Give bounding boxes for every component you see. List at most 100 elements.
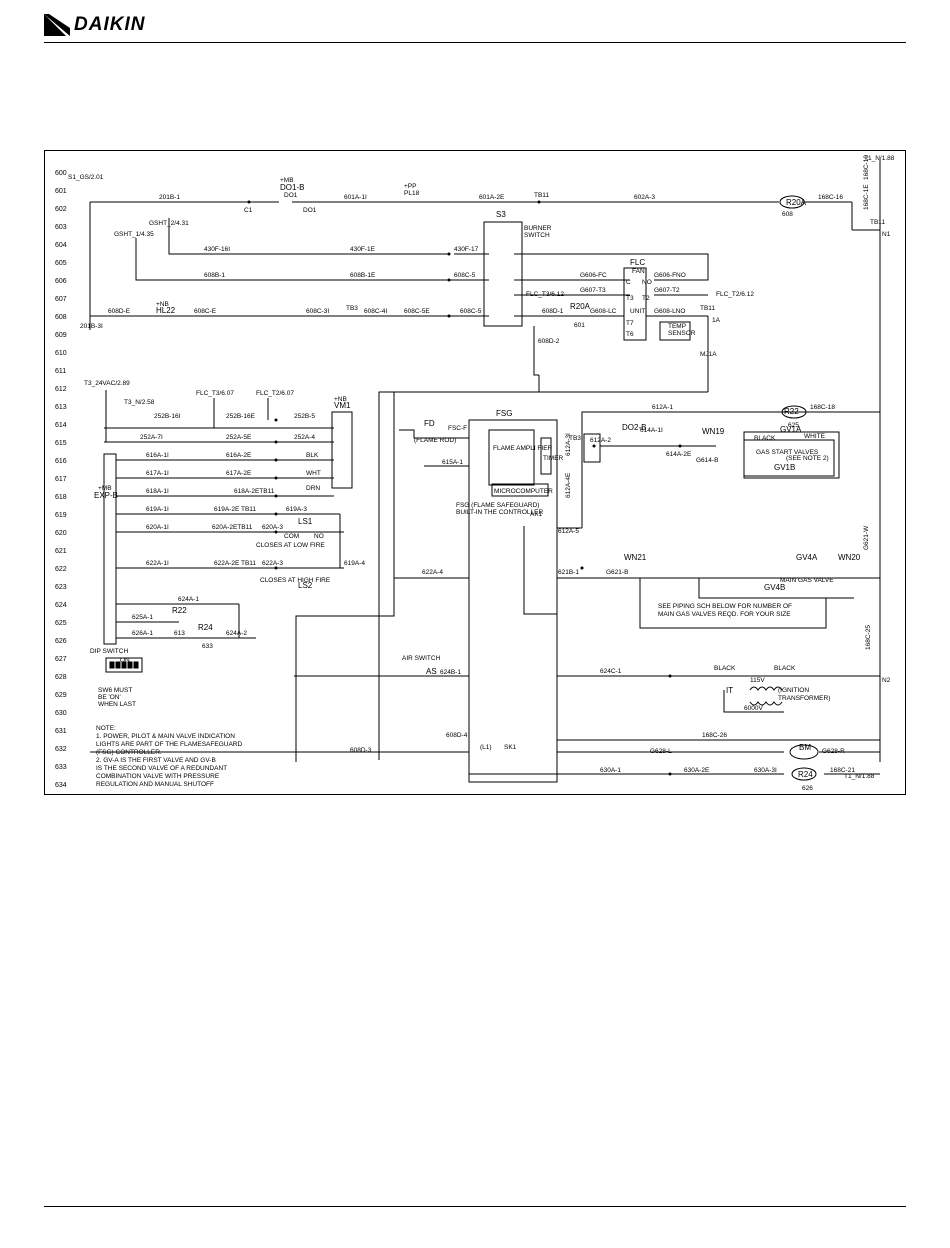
label-t2: T2: [642, 295, 650, 302]
label-r24a: R24: [198, 623, 213, 632]
label-v6000: 6000V: [744, 705, 763, 712]
label-w252b16e: 252B-16E: [226, 413, 256, 420]
label-w622a1i: 622A-1I: [146, 560, 169, 567]
label-w602a3: 602A-3: [634, 194, 655, 201]
label-sw6: SW6 MUST: [98, 687, 132, 694]
label-c1: C1: [244, 207, 253, 214]
label-ls2: LS2: [298, 581, 313, 590]
label-micro: MICROCOMPUTER: [494, 488, 553, 495]
label-r22b: R22: [784, 407, 799, 416]
label-sensor: SENSOR: [668, 330, 696, 337]
line-number: 601: [55, 188, 67, 195]
label-g628l: G628-L: [650, 748, 672, 755]
label-w168c25: 168C-25: [865, 625, 872, 650]
label-built_in: BUILT-IN THE CONTROLLER: [456, 509, 543, 516]
line-number: 623: [55, 584, 67, 591]
label-w619a1i: 619A-1I: [146, 506, 169, 513]
label-flct2: FLC_T2/6.12: [716, 291, 754, 298]
label-w168c21: 168C-21: [830, 767, 855, 774]
label-piping: SEE PIPING SCH BELOW FOR NUMBER OF: [658, 603, 792, 610]
label-w252b16i: 252B-16I: [154, 413, 181, 420]
header-rule: [44, 42, 906, 43]
line-number: 630: [55, 710, 67, 717]
label-n601: 601: [574, 322, 585, 329]
line-number: 616: [55, 458, 67, 465]
label-r20a2: R20A: [570, 302, 591, 311]
label-g606fc: G606-FC: [580, 272, 607, 279]
label-w630a3i: 630A-3I: [754, 767, 777, 774]
label-w614a2e: 614A-2E: [666, 451, 692, 458]
label-w608b1e: 608B-1E: [350, 272, 376, 279]
label-g628r: G628-R: [822, 748, 845, 755]
label-do1: DO1: [284, 192, 298, 199]
label-w168c26: 168C-26: [702, 732, 727, 739]
label-w608d1: 608D-1: [542, 308, 564, 315]
label-main_valves: MAIN GAS VALVES REQD. FOR YOUR SIZE: [658, 611, 791, 618]
line-number: 603: [55, 224, 67, 231]
label-temp: TEMP: [668, 323, 686, 330]
label-n608: 608: [782, 211, 793, 218]
line-number: 622: [55, 566, 67, 573]
line-number: 627: [55, 656, 67, 663]
line-number: 606: [55, 278, 67, 285]
label-w608ce: 608C-E: [194, 308, 217, 315]
line-number: 619: [55, 512, 67, 519]
label-w608c5: 608C-5: [454, 272, 476, 279]
diagram-labels: S1_GS/2.01201B-1C1+MBDO1-BDO1DO1601A-1I+…: [68, 155, 895, 792]
label-w612a1: 612A-1: [652, 404, 673, 411]
line-numbers: 6006016026036046056066076086096106116126…: [55, 170, 67, 789]
label-flct3: FLC_T3/6.12: [526, 291, 564, 298]
label-g607t3: G607-T3: [580, 287, 606, 294]
label-nbv: +NB: [334, 396, 347, 403]
label-w252b5: 252B-5: [294, 413, 315, 420]
label-w430f1e: 430F-1E: [350, 246, 376, 253]
line-number: 626: [55, 638, 67, 645]
line-number: 625: [55, 620, 67, 627]
label-gsht2: GSHT_2/4.31: [149, 220, 189, 227]
brand-logo: DAIKIN: [44, 14, 145, 36]
label-g608lc: G608-LC: [590, 308, 617, 315]
label-t7: T7: [626, 320, 634, 327]
label-pl1: PL18: [404, 190, 420, 197]
label-black2: BLACK: [714, 665, 736, 672]
label-unit: UNIT: [630, 308, 645, 315]
label-w608e: 608D-E: [108, 308, 131, 315]
label-w615a1: 615A-1: [442, 459, 463, 466]
label-closes_high: CLOSES AT HIGH FIRE: [260, 577, 331, 584]
label-com: COM: [284, 533, 299, 540]
label-tb11b: TB11: [870, 219, 885, 226]
label-n2: N2: [882, 677, 891, 684]
label-w430f17: 430F-17: [454, 246, 479, 253]
label-no2: NO: [314, 533, 324, 540]
label-c: C: [626, 279, 631, 286]
label-s1_gs: S1_GS/2.01: [68, 174, 104, 181]
line-number: 610: [55, 350, 67, 357]
label-w620a1i: 620A-1I: [146, 524, 169, 531]
label-air_switch: AIR SWITCH: [402, 655, 441, 662]
dip-switch-graphic: [105, 657, 143, 673]
line-number: 611: [55, 368, 66, 375]
label-flame_rod: (FLAME ROD): [414, 437, 456, 444]
line-number: 620: [55, 530, 67, 537]
line-number: 615: [55, 440, 67, 447]
label-gv4a: GV4A: [796, 553, 818, 562]
label-w168c18: 168C-18: [810, 404, 835, 411]
label-w252a5e: 252A-5E: [226, 434, 252, 441]
label-wn19: WN19: [702, 427, 725, 436]
label-w621w: G621-W: [863, 525, 870, 550]
label-do2b: DO2-B: [622, 423, 646, 432]
label-w201b3i: 201B-3I: [80, 323, 103, 330]
label-w608d4: 608D-4: [446, 732, 468, 739]
label-w612a3i: 612A-3I: [565, 433, 572, 456]
label-sk1: SK1: [504, 744, 517, 751]
label-pp1: +PP: [404, 183, 416, 190]
label-w252a7i: 252A-7I: [140, 434, 163, 441]
label-t3n: T3_N/2.58: [124, 399, 155, 406]
label-t1n2: T1_N/1.88: [844, 773, 875, 780]
label-see_note: (SEE NOTE 2): [786, 455, 829, 462]
label-do1b: DO1-B: [280, 183, 304, 192]
label-ak1: AK1: [530, 511, 543, 518]
label-w619a4: 619A-4: [344, 560, 365, 567]
label-w630a1: 630A-1: [600, 767, 621, 774]
label-t3_24: T3_24VAC/2.89: [84, 380, 130, 387]
